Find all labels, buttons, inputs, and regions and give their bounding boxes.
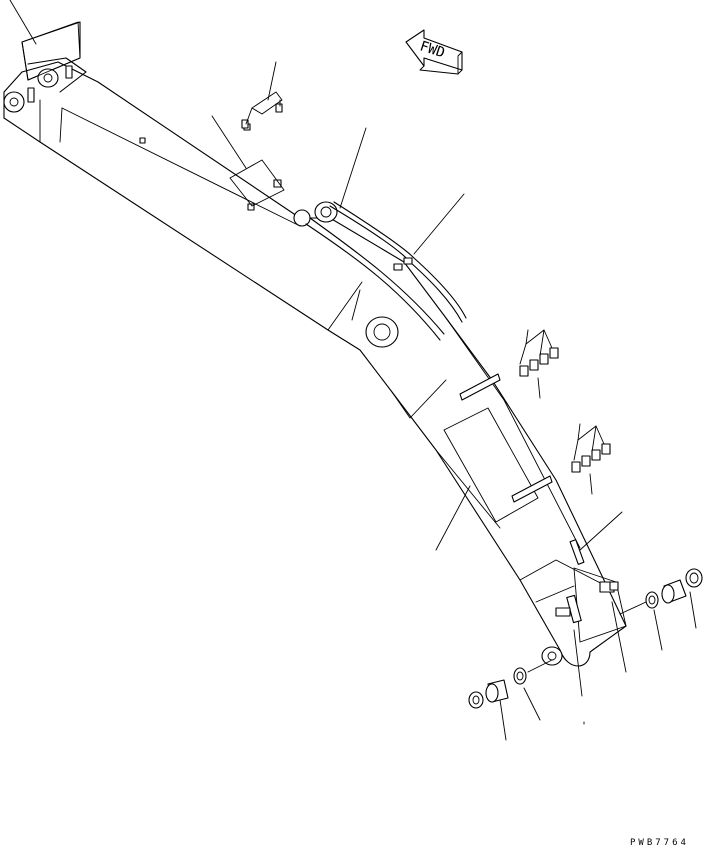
root-bracket	[3, 21, 87, 113]
fwd-label: FWD	[418, 38, 447, 61]
tip-fittings	[541, 511, 623, 666]
bushings-right	[619, 568, 703, 615]
leader-lines	[9, 0, 697, 741]
fwd-arrow-icon: FWD	[405, 29, 463, 75]
hydraulic-tubes	[305, 201, 467, 341]
clamp-set-upper	[519, 329, 559, 399]
arm-body	[3, 61, 627, 667]
bracket-part-top	[241, 91, 283, 129]
bushings-left	[468, 659, 553, 709]
decal-middle	[229, 159, 285, 207]
decal-upper	[21, 21, 81, 81]
mid-clamp-group	[459, 373, 553, 503]
drawing-code: PWB7764	[630, 838, 689, 848]
clamp-set-lower	[571, 423, 611, 495]
